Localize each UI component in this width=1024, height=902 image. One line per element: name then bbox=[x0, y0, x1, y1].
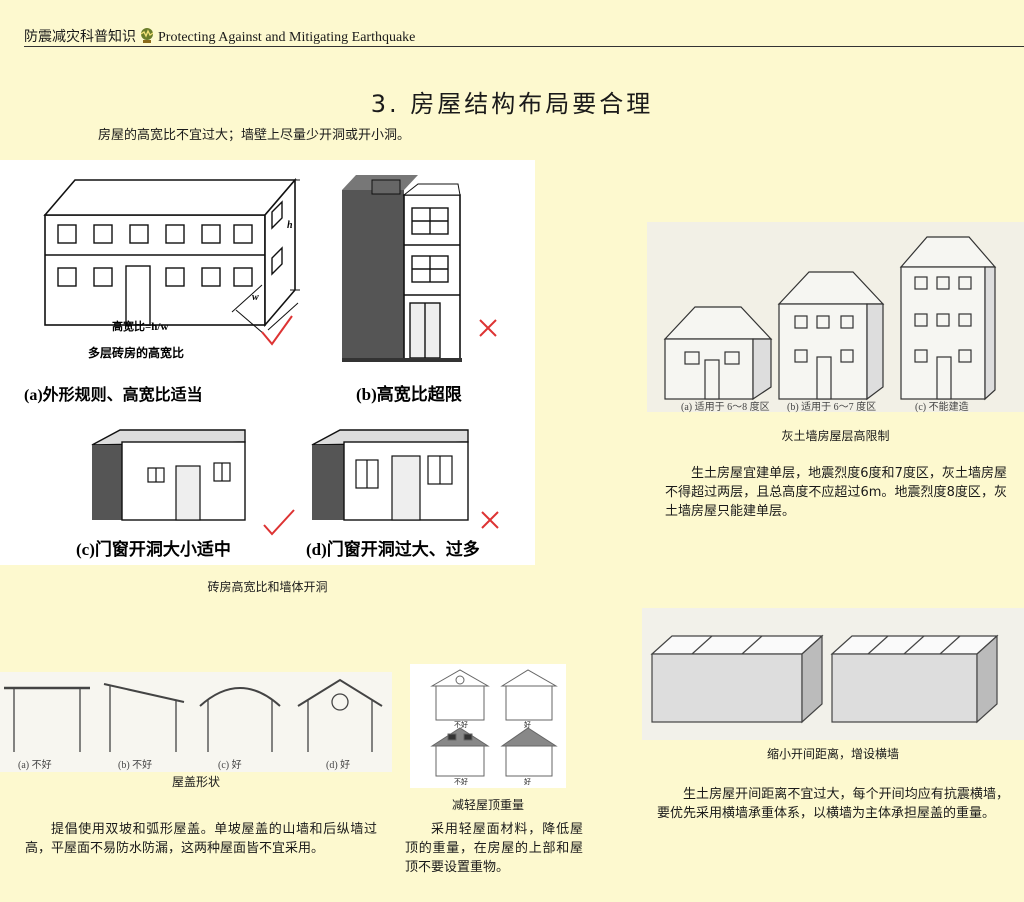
roof-figure-caption: 屋盖形状 bbox=[171, 775, 220, 789]
small-openings-house-drawing bbox=[91, 429, 246, 521]
adobe-figure-text: 生土房屋宜建单层，地震烈度6度和7度区，灰土墙房屋不得超过两层，且总高度不应超过… bbox=[665, 466, 1007, 519]
roof-figure-drawing bbox=[4, 678, 383, 752]
cross-mark-b bbox=[479, 319, 497, 337]
formula-caption: 多层砖房的高宽比 bbox=[88, 345, 184, 360]
roof-label-c: (c) 好 bbox=[218, 760, 242, 771]
light-roof-label-2: 好 bbox=[524, 721, 531, 729]
roof-label-b: (b) 不好 bbox=[118, 760, 153, 771]
light-roof-figure: 不好 好 不好 好 bbox=[410, 664, 566, 788]
wall-figure bbox=[642, 608, 1024, 740]
label-b: (b)高宽比超限 bbox=[356, 384, 462, 404]
wall-figure-text: 生土房屋开间距离不宜过大，每个开间均应有抗震横墙，要优先采用横墙承重体系，以横墙… bbox=[657, 787, 1009, 821]
roof-figure: (a) 不好 (b) 不好 (c) 好 (d) 好 bbox=[0, 672, 392, 772]
light-roof-label-3: 不好 bbox=[454, 778, 468, 786]
light-roof-text: 采用轻屋面材料，降低屋顶的重量，在房屋的上部和屋顶不要设置重物。 bbox=[405, 822, 583, 875]
dim-h-label: h bbox=[287, 220, 293, 231]
brick-figure-drawing: h w 高宽比=h/w 多层砖房的高宽比 (a)外形规则、高宽比适当 (b)高宽… bbox=[24, 175, 499, 559]
label-d: (d)门窗开洞过大、过多 bbox=[306, 539, 480, 559]
adobe-figure: (a) 适用于 6～8 度区 (b) 适用于 6～7 度区 (c) 不能建造 bbox=[647, 222, 1024, 413]
brick-figure-caption: 砖房高宽比和墙体开洞 bbox=[207, 580, 328, 594]
wall-figure-caption: 缩小开间距离，增设横墙 bbox=[766, 747, 899, 761]
intro-text: 房屋的高宽比不宜过大；墙壁上尽量少开洞或开小洞。 bbox=[98, 128, 411, 143]
light-roof-label-4: 好 bbox=[524, 778, 531, 786]
light-roof-drawing bbox=[430, 669, 558, 777]
adobe-figure-caption: 灰土墙房屋层高限制 bbox=[781, 429, 890, 443]
roof-figure-text: 提倡使用双坡和弧形屋盖。单坡屋盖的山墙和后纵墙过高，平屋面不易防水防漏，这两种屋… bbox=[25, 822, 377, 856]
check-mark-c bbox=[263, 509, 295, 536]
roof-label-d: (d) 好 bbox=[326, 760, 351, 771]
light-roof-label-1: 不好 bbox=[454, 721, 468, 729]
light-roof-caption: 减轻屋顶重量 bbox=[451, 798, 524, 812]
label-a: (a)外形规则、高宽比适当 bbox=[24, 385, 203, 404]
header-en: Protecting Against and Mitigating Earthq… bbox=[158, 30, 416, 45]
header-cn: 防震减灾科普知识 bbox=[24, 29, 136, 45]
dim-w-label: w bbox=[252, 292, 259, 303]
formula-text: 高宽比=h/w bbox=[112, 319, 168, 333]
adobe-label-c: (c) 不能建造 bbox=[915, 402, 969, 413]
label-c: (c)门窗开洞大小适中 bbox=[76, 539, 231, 559]
page-title: 3. 房屋结构布局要合理 bbox=[370, 90, 654, 118]
adobe-label-a: (a) 适用于 6～8 度区 bbox=[681, 402, 770, 413]
tall-building-drawing bbox=[342, 175, 462, 362]
earthquake-badge-icon bbox=[138, 26, 156, 48]
cross-mark-d bbox=[481, 511, 499, 529]
page-header: 防震减灾科普知识 Protecting Against and Mitigati… bbox=[24, 26, 415, 48]
adobe-label-b: (b) 适用于 6～7 度区 bbox=[787, 402, 877, 413]
brick-figure: h w 高宽比=h/w 多层砖房的高宽比 (a)外形规则、高宽比适当 (b)高宽… bbox=[0, 160, 535, 565]
check-mark-a bbox=[261, 315, 293, 346]
large-openings-house-drawing bbox=[311, 429, 469, 521]
two-storey-house-drawing bbox=[43, 177, 300, 335]
roof-label-a: (a) 不好 bbox=[18, 760, 52, 771]
adobe-figure-drawing bbox=[663, 236, 997, 401]
header-rule bbox=[24, 46, 1024, 47]
wall-figure-drawing bbox=[650, 634, 999, 724]
